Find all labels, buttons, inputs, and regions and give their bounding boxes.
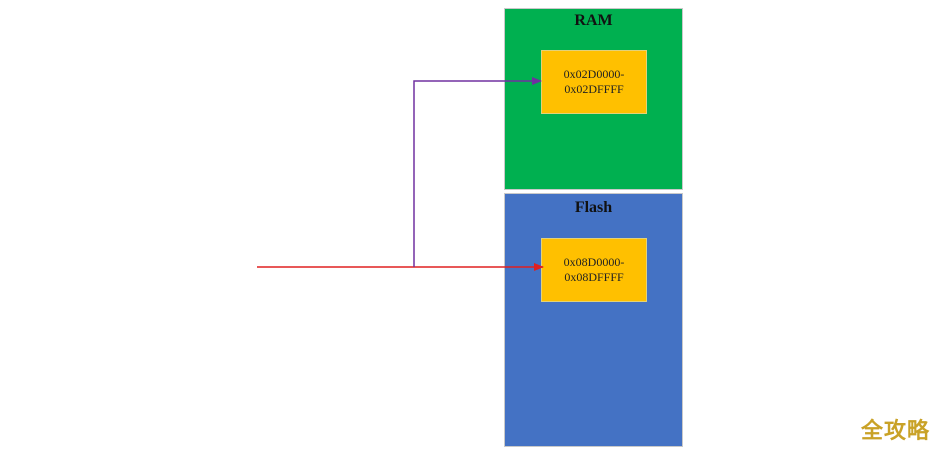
watermark: 全攻略 (860, 419, 930, 444)
flash-block: Flash 0x08D0000- 0x08DFFFF (504, 193, 683, 447)
ram-region-end: 0x02DFFFF (564, 82, 624, 96)
ram-block: RAM 0x02D0000- 0x02DFFFF (504, 8, 683, 190)
flash-address-region: 0x08D0000- 0x08DFFFF (541, 238, 647, 302)
flash-title: Flash (574, 199, 613, 216)
flash-region-end: 0x08DFFFF (564, 270, 624, 284)
ram-title: RAM (574, 12, 613, 29)
flash-region-start: 0x08D0000- (563, 255, 625, 269)
ram-region-start: 0x02D0000- (563, 67, 625, 81)
ram-remap-arrow (413, 77, 542, 267)
